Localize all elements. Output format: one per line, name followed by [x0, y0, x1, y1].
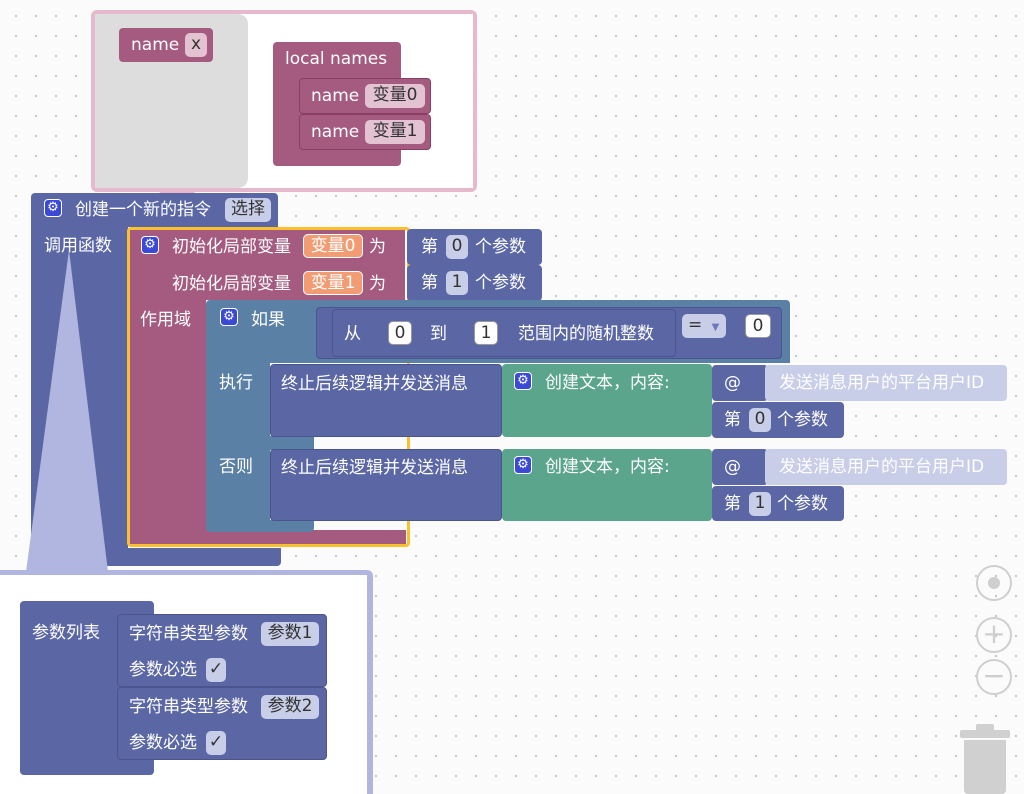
required-checkbox[interactable]: ✓ [206, 658, 226, 682]
operator-dropdown[interactable]: = ▼ [682, 314, 726, 338]
string-param-block[interactable]: 字符串类型参数 参数2 参数必选 ✓ [117, 687, 327, 760]
scope-label: 作用域 [140, 310, 191, 330]
create-command-block[interactable]: ⚙ 创建一个新的指令 选择 [31, 193, 278, 227]
send-message-label: 终止后续逻辑并发送消息 [281, 458, 468, 478]
param-prefix: 第 [724, 410, 741, 430]
sender-id-block[interactable]: 发送消息用户的平台用户ID [765, 365, 1007, 401]
gear-icon[interactable]: ⚙ [514, 456, 532, 474]
at-label: @ [724, 373, 741, 393]
else-label: 否则 [219, 457, 253, 477]
create-text-block[interactable]: ⚙ 创建文本，内容: [502, 449, 712, 521]
operator-value: = [688, 315, 703, 335]
compare-value[interactable]: 0 [745, 314, 771, 338]
gear-icon[interactable]: ⚙ [141, 236, 159, 254]
param-getter-block[interactable]: 第 1 个参数 [407, 265, 542, 301]
choose-dropdown[interactable]: 选择 [225, 198, 271, 222]
gear-icon[interactable]: ⚙ [44, 199, 62, 217]
param-prefix: 第 [421, 273, 438, 293]
create-text-label: 创建文本，内容: [545, 373, 670, 393]
string-param-name[interactable]: 参数1 [261, 622, 319, 646]
params-bubble-tail [26, 250, 108, 572]
create-command-label: 创建一个新的指令 [75, 200, 211, 220]
param-index[interactable]: 0 [446, 235, 468, 259]
send-message-block[interactable]: 终止后续逻辑并发送消息 [270, 364, 502, 437]
local-name-item[interactable]: name 变量0 [299, 78, 431, 114]
local-name-item[interactable]: name 变量1 [299, 114, 431, 150]
init-scope-column [130, 299, 206, 533]
param-prefix: 第 [724, 494, 741, 514]
param-suffix: 个参数 [475, 237, 526, 257]
local-names-label: local names [285, 49, 388, 69]
from-value[interactable]: 0 [388, 321, 412, 345]
local-name-item-value[interactable]: 变量0 [365, 84, 425, 108]
chevron-down-icon: ▼ [711, 322, 720, 333]
param-prefix: 第 [421, 237, 438, 257]
from-label: 从 [344, 324, 361, 344]
param-suffix: 个参数 [475, 273, 526, 293]
string-param-type-label: 字符串类型参数 [129, 624, 248, 644]
param-getter-block[interactable]: 第 0 个参数 [407, 229, 542, 265]
mutator-name-value[interactable]: x [185, 33, 207, 57]
param-index[interactable]: 0 [749, 408, 771, 432]
string-param-block[interactable]: 字符串类型参数 参数1 参数必选 ✓ [117, 614, 327, 687]
at-block[interactable]: @ [712, 365, 768, 401]
param-getter-block[interactable]: 第 1 个参数 [712, 486, 844, 521]
to-value[interactable]: 1 [474, 321, 498, 345]
init-footer [130, 530, 406, 544]
string-param-name[interactable]: 参数2 [261, 695, 319, 719]
at-label: @ [724, 457, 741, 477]
target-icon[interactable] [976, 565, 1012, 601]
trash-icon[interactable] [958, 724, 1012, 794]
required-label: 参数必选 [129, 660, 197, 680]
gear-icon[interactable]: ⚙ [220, 308, 238, 326]
call-function-label: 调用函数 [44, 236, 112, 256]
random-int-label: 范围内的随机整数 [518, 324, 654, 344]
send-message-block[interactable]: 终止后续逻辑并发送消息 [270, 449, 502, 521]
to-label: 到 [430, 324, 447, 344]
string-param-type-label: 字符串类型参数 [129, 697, 248, 717]
init-row2-variable[interactable]: 变量1 [303, 271, 363, 295]
required-checkbox[interactable]: ✓ [206, 731, 226, 755]
param-index[interactable]: 1 [446, 271, 468, 295]
then-label: 执行 [219, 373, 253, 393]
local-name-item-label: name [311, 122, 360, 142]
minus-icon[interactable]: − [976, 659, 1012, 695]
gear-icon[interactable]: ⚙ [514, 372, 532, 390]
local-name-item-value[interactable]: 变量1 [365, 120, 425, 144]
target-icon-center [988, 577, 1000, 589]
mutator-name-label: name [131, 35, 180, 55]
param-suffix: 个参数 [777, 494, 828, 514]
if-else-mid-bar [206, 436, 314, 450]
plus-icon[interactable]: + [976, 617, 1012, 653]
create-text-block[interactable]: ⚙ 创建文本，内容: [502, 364, 712, 437]
mutator-name-block[interactable]: name x [119, 28, 213, 62]
param-getter-block[interactable]: 第 0 个参数 [712, 402, 844, 438]
trash-body [964, 740, 1006, 794]
if-label: 如果 [251, 310, 285, 330]
send-message-label: 终止后续逻辑并发送消息 [281, 374, 468, 394]
init-row1-variable[interactable]: 变量0 [303, 234, 363, 258]
local-name-item-label: name [311, 86, 360, 106]
trash-lid [960, 730, 1010, 738]
required-label: 参数必选 [129, 733, 197, 753]
if-else-footer [206, 520, 314, 532]
sender-id-label: 发送消息用户的平台用户ID [779, 457, 985, 477]
params-list-label: 参数列表 [32, 623, 100, 643]
sender-id-label: 发送消息用户的平台用户ID [779, 373, 985, 393]
init-row2-label: 初始化局部变量 [172, 274, 291, 294]
init-row1-as: 为 [369, 237, 386, 257]
at-block[interactable]: @ [712, 449, 768, 485]
sender-id-block[interactable]: 发送消息用户的平台用户ID [765, 449, 1007, 485]
param-index[interactable]: 1 [749, 492, 771, 516]
create-text-label: 创建文本，内容: [545, 457, 670, 477]
init-row1-label: 初始化局部变量 [172, 237, 291, 257]
trash-handle [976, 724, 994, 732]
init-row2-as: 为 [369, 274, 386, 294]
param-suffix: 个参数 [777, 410, 828, 430]
